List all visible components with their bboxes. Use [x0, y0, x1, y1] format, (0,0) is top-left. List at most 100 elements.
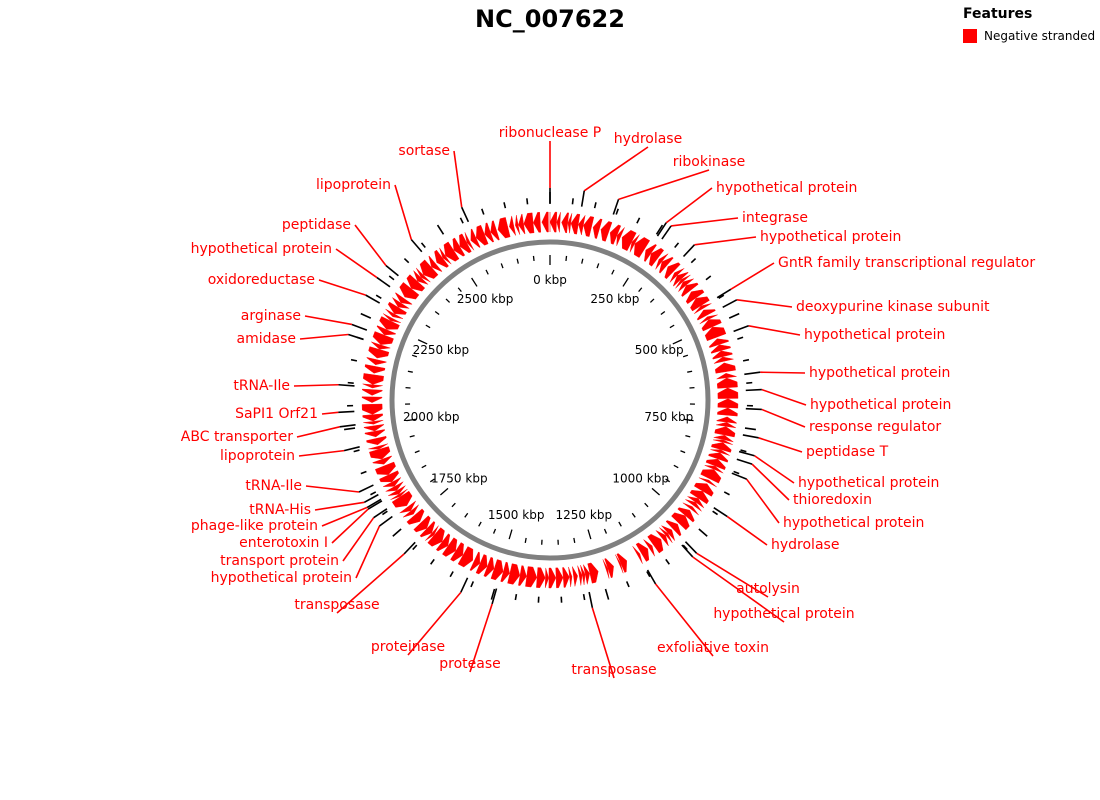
feature-arrow: [518, 565, 527, 586]
inner-tick: [485, 269, 489, 275]
outer-tick: [723, 491, 730, 496]
feature-tick: [745, 407, 762, 411]
inner-tick: [673, 464, 679, 469]
feature-leader-line: [696, 552, 769, 598]
feature-tick: [460, 206, 470, 223]
feature-arrow: [602, 559, 610, 579]
feature-label: transposase: [571, 662, 656, 678]
outer-tick: [470, 581, 475, 588]
feature-arrow: [578, 215, 586, 236]
inner-tick: [683, 418, 694, 422]
inner-tick: [429, 478, 435, 483]
feature-leader-line: [591, 607, 615, 679]
feature-tick: [365, 294, 381, 304]
feature-arrow: [525, 566, 538, 588]
feature-leader-line: [751, 463, 790, 501]
feature-arrow: [659, 256, 674, 274]
feature-leader-line: [760, 371, 806, 374]
feature-leader-line: [293, 383, 339, 387]
feature-leader-line: [746, 478, 780, 524]
feature-label: exfoliative toxin: [657, 640, 769, 656]
feature-arrow: [392, 297, 410, 309]
inner-tick: [508, 529, 513, 540]
feature-arrow: [716, 416, 737, 424]
feature-tick: [738, 450, 755, 457]
inner-tick: [649, 298, 655, 303]
feature-tick: [348, 333, 364, 341]
tick-label: 750 kbp: [644, 410, 693, 424]
feature-arrow: [464, 232, 475, 251]
feature-arrow: [369, 446, 391, 460]
feature-leader-line: [305, 485, 360, 493]
feature-arrow: [701, 319, 722, 332]
inner-tick: [644, 502, 649, 508]
feature-arrow: [708, 452, 729, 463]
feature-arrow: [490, 559, 504, 581]
feature-arrow: [383, 477, 402, 487]
inner-tick: [457, 287, 462, 293]
outer-tick: [481, 208, 485, 215]
feature-arrow: [419, 259, 439, 279]
tick-label: 0 kbp: [533, 273, 567, 287]
outer-tick: [514, 593, 518, 601]
feature-arrow: [699, 314, 718, 325]
feature-leader-line: [665, 187, 713, 224]
outer-tick: [593, 202, 597, 209]
feature-arrow: [518, 213, 526, 235]
outer-tick: [459, 217, 464, 224]
outer-tick: [436, 224, 445, 235]
outer-tick: [370, 491, 377, 496]
feature-label: thioredoxin: [793, 492, 872, 508]
feature-arrow: [419, 521, 436, 538]
tick-label: 2500 kbp: [457, 292, 514, 306]
feature-arrow: [406, 274, 426, 292]
inner-tick: [611, 269, 615, 275]
feature-arrow: [629, 234, 640, 253]
outer-tick: [403, 257, 410, 264]
feature-arrow: [604, 558, 614, 579]
feature-leader-line: [342, 517, 375, 562]
feature-label: oxidoreductase: [208, 272, 315, 288]
outer-tick: [718, 294, 725, 299]
tick-label: 1750 kbp: [431, 472, 488, 486]
feature-arrow: [507, 563, 521, 585]
feature-arrow: [704, 465, 724, 474]
feature-label: hydrolase: [614, 131, 682, 147]
inner-tick: [425, 324, 431, 329]
feature-tick: [580, 190, 586, 207]
feature-leader-line: [335, 248, 378, 279]
feature-arrow: [362, 388, 383, 396]
feature-leader-line: [331, 508, 369, 544]
feature-tick: [681, 544, 694, 558]
feature-tick: [343, 446, 360, 452]
feature-arrow: [714, 362, 736, 374]
feature-track: [361, 211, 739, 589]
feature-arrow: [399, 500, 416, 514]
feature-arrow: [509, 215, 516, 236]
feature-arrow: [442, 537, 458, 557]
feature-arrow: [616, 227, 625, 246]
feature-leader-line: [394, 184, 413, 240]
outer-tick: [360, 312, 372, 319]
feature-tick: [682, 244, 696, 258]
feature-label: hypothetical protein: [783, 515, 924, 531]
inner-tick: [682, 354, 689, 358]
tick-ring: [344, 192, 756, 603]
feature-label: protease: [439, 656, 501, 672]
feature-arrow: [388, 485, 406, 496]
inner-tick: [445, 298, 451, 303]
outer-tick: [582, 593, 586, 601]
feature-label: hypothetical protein: [191, 241, 332, 257]
feature-arrow: [567, 213, 573, 234]
feature-label: hypothetical protein: [716, 180, 857, 196]
tick-label: 1250 kbp: [556, 508, 613, 522]
feature-arrow: [675, 274, 691, 289]
outer-tick: [646, 571, 651, 578]
feature-label: peptidase: [282, 217, 351, 233]
feature-arrow: [632, 546, 643, 564]
feature-label: hypothetical protein: [798, 475, 939, 491]
inner-tick: [669, 324, 675, 329]
feature-tick: [460, 577, 469, 593]
feature-arrow: [713, 435, 734, 443]
